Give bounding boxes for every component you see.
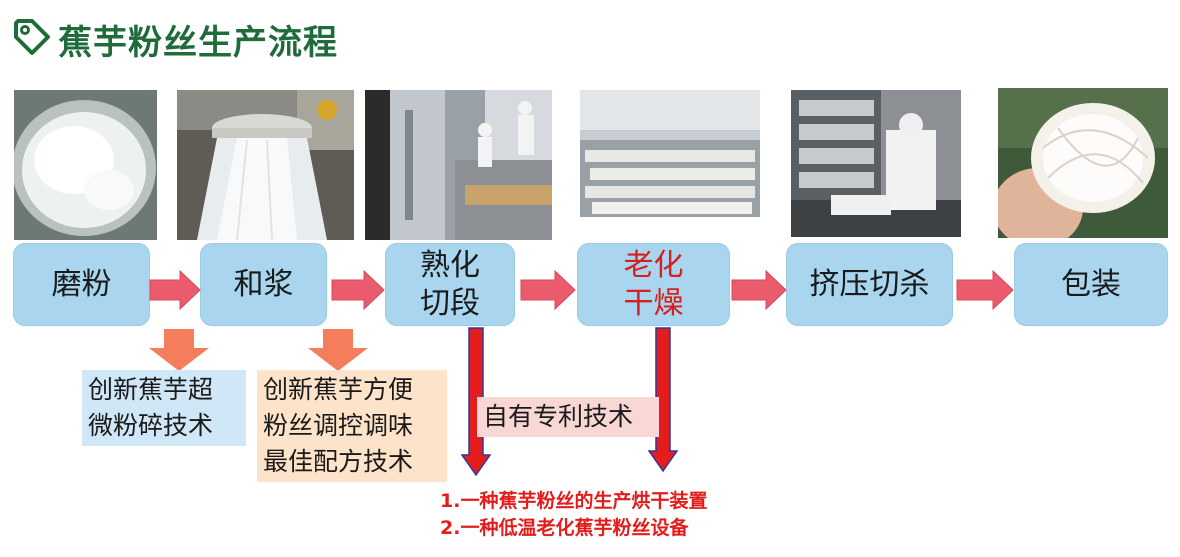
step-cooking-line2: 切段 — [420, 285, 480, 321]
step-aging-line1: 老化 — [623, 247, 684, 283]
step-packaging-label: 包装 — [1061, 266, 1121, 302]
patent-list: 1.一种蕉芋粉丝的生产烘干装置 2.一种低温老化蕉芋粉丝设备 — [440, 488, 707, 542]
down-arrow-1 — [149, 329, 209, 371]
drying-photo — [580, 90, 760, 217]
note-ultrafine-grinding: 创新蕉芋超 微粉碎技术 — [82, 370, 246, 446]
step-grinding-label: 磨粉 — [51, 266, 112, 302]
step-packaging: 包装 — [1014, 243, 1168, 326]
powder-photo — [14, 90, 157, 240]
tag-icon — [12, 17, 52, 61]
note2-line3: 最佳配方技术 — [263, 447, 414, 476]
step-extrusion: 挤压切杀 — [786, 243, 953, 326]
note2-line1: 创新蕉芋方便 — [263, 375, 414, 404]
step-grinding: 磨粉 — [13, 243, 150, 326]
step-aging-drying: 老化 干燥 — [577, 243, 730, 326]
note1-line1: 创新蕉芋超 — [88, 375, 214, 404]
flow-arrow-5 — [956, 270, 1014, 310]
patent-arrow-1 — [461, 327, 491, 477]
step-cooking-line1: 熟化 — [420, 247, 480, 283]
note1-line2: 微粉碎技术 — [88, 411, 214, 440]
mixing-photo — [177, 90, 354, 240]
step-extrusion-label: 挤压切杀 — [809, 266, 930, 302]
flow-arrow-3 — [520, 270, 576, 310]
step-cooking-cutting: 熟化 切段 — [385, 243, 515, 326]
note-formula: 创新蕉芋方便 粉丝调控调味 最佳配方技术 — [257, 370, 447, 482]
step-aging-line2: 干燥 — [623, 285, 684, 321]
page-title: 蕉芋粉丝生产流程 — [12, 14, 338, 64]
patent-item-2: 2.一种低温老化蕉芋粉丝设备 — [440, 517, 689, 539]
title-text: 蕉芋粉丝生产流程 — [58, 22, 338, 63]
note3-line1: 自有专利技术 — [483, 402, 634, 431]
step-mixing: 和浆 — [200, 243, 327, 326]
patent-item-1: 1.一种蕉芋粉丝的生产烘干装置 — [440, 490, 708, 512]
flow-arrow-4 — [731, 270, 787, 310]
note2-line2: 粉丝调控调味 — [263, 411, 414, 440]
cooking-photo — [365, 90, 552, 240]
noodle-photo — [998, 88, 1168, 238]
note-patent: 自有专利技术 — [477, 397, 659, 437]
step-mixing-label: 和浆 — [233, 266, 294, 302]
cutting-photo — [791, 90, 961, 237]
flow-arrow-1 — [149, 270, 201, 310]
flow-arrow-2 — [331, 270, 385, 310]
down-arrow-2 — [308, 329, 368, 371]
